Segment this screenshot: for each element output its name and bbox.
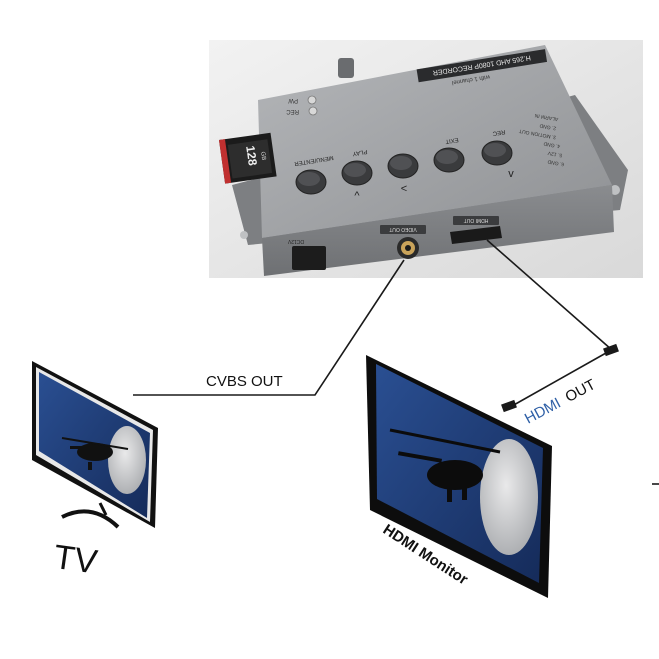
cvbs-port: VIDEO OUT [380,225,426,259]
hdmi-port: HDMI OUT [450,216,502,244]
hdmi-cable-from-device [486,239,613,351]
svg-text:VIDEO OUT: VIDEO OUT [389,226,417,232]
device-top-face [258,45,612,238]
svg-text:6. GND: 6. GND [547,158,565,167]
hdmi-cable-plug [603,343,619,357]
button-play-label: PLAY [352,148,368,156]
dc-power-port: DC12V [287,238,326,270]
brand-strip [416,49,548,83]
svg-text:2. GND: 2. GND [539,122,557,131]
led-label-pw: PW [288,97,298,103]
svg-text:4. GND: 4. GND [543,140,561,149]
hdmi-cable-plug [501,399,517,413]
sd-card-capacity: 128 [243,145,260,167]
left-arrow-icon: < [401,183,407,195]
device-front-face [262,185,614,276]
tv-moon-image [108,426,146,494]
button-left[interactable]: < [387,153,419,195]
bnc-connector [338,58,354,78]
sd-card-unit: GB [259,151,266,160]
svg-text:5. 12V: 5. 12V [547,149,563,158]
monitor-helicopter-image [389,428,501,502]
svg-text:DC12V: DC12V [287,238,304,244]
tv: TV [32,361,158,582]
cvbs-out-label: CVBS OUT [206,373,283,390]
button-rec-down[interactable]: REC v [481,128,514,180]
tv-stand [61,509,120,529]
device-photo: H.265 AHD 1080P RECORDER with 1 channel … [209,40,643,278]
hdmi-out-label-part1: HDMI [522,395,564,428]
bracket-hole [240,231,248,239]
led-label-rec: REC [286,108,299,114]
button-exit[interactable]: EXIT [433,136,465,173]
button-exit-label: EXIT [444,136,458,144]
monitor-moon-image [480,439,538,555]
tv-label: TV [51,538,100,582]
button-rec-label: REC [491,128,505,136]
rec-led [308,106,318,116]
svg-text:HDMI OUT: HDMI OUT [464,217,489,223]
hdmi-out-label: HDMI OUT [522,376,599,427]
up-arrow-icon: ^ [354,190,360,202]
button-play-up[interactable]: PLAY ^ [341,148,373,202]
power-led [307,95,317,105]
svg-text:ALARM IN: ALARM IN [534,112,559,122]
bracket-hole [610,185,620,195]
down-arrow-icon: v [508,168,514,180]
hdmi-monitor: HDMI Monitor [366,355,552,598]
cvbs-cable [133,259,405,396]
hdmi-out-label-part2: OUT [563,376,599,406]
hdmi-cable-to-monitor [511,352,607,407]
tv-helicopter-image [61,437,129,470]
